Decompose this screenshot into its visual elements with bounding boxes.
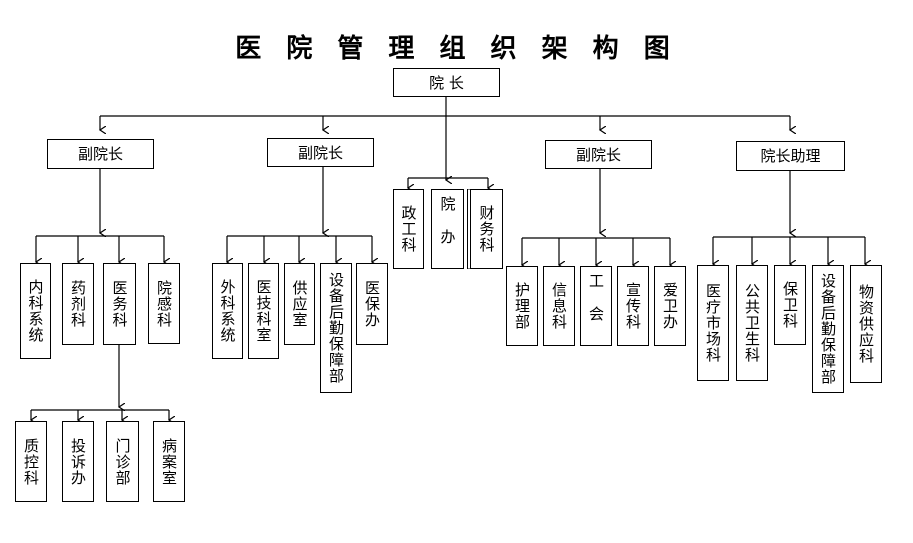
dept-surgery: 外科系统: [212, 263, 243, 359]
dept-patriotic-health: 爱卫办: [654, 266, 686, 346]
dept-supply-room: 供应室: [284, 263, 315, 345]
dept-security: 保卫科: [774, 265, 806, 345]
dept-outpatient: 门诊部: [106, 421, 139, 502]
dept-information: 信息科: [543, 266, 575, 346]
dept-material-supply: 物资供应科: [850, 265, 882, 383]
dept-medical-technology: 医技科室: [248, 263, 279, 359]
dept-nursing: 护理部: [506, 266, 538, 346]
dept-labor-union: 工会: [580, 266, 612, 346]
dept-quality-control: 质控科: [15, 421, 47, 502]
dept-pharmacy: 药剂科: [62, 263, 94, 345]
dept-medical-insurance: 医保办: [356, 263, 388, 345]
branch-2-vice-president: 副院长: [267, 138, 374, 167]
branch-5-president-assistant: 院长助理: [736, 141, 845, 171]
dept-medical-market: 医疗市场科: [697, 265, 729, 381]
branch-1-vice-president: 副院长: [47, 139, 154, 169]
root-president: 院 长: [393, 68, 500, 97]
office-political: 政工科: [393, 189, 424, 269]
dept-public-health: 公共卫生科: [736, 265, 768, 381]
dept-medical-affairs: 医务科: [103, 263, 136, 345]
dept-publicity: 宣传科: [617, 266, 649, 346]
dept-medical-records: 病案室: [153, 421, 185, 502]
dept-complaints: 投诉办: [62, 421, 94, 502]
diagram-title: 医 院 管 理 组 织 架 构 图: [235, 34, 678, 64]
branch-4-vice-president: 副院长: [545, 140, 652, 169]
dept-internal-medicine: 内科系统: [20, 263, 51, 359]
dept-infection-control: 院感科: [148, 263, 180, 344]
dept-logistics-security-2: 设备后勤保障部: [320, 263, 352, 393]
office-finance: 财务科: [467, 189, 503, 269]
dept-logistics-security-5: 设备后勤保障部: [812, 265, 844, 393]
office-president: 院办: [431, 189, 464, 269]
